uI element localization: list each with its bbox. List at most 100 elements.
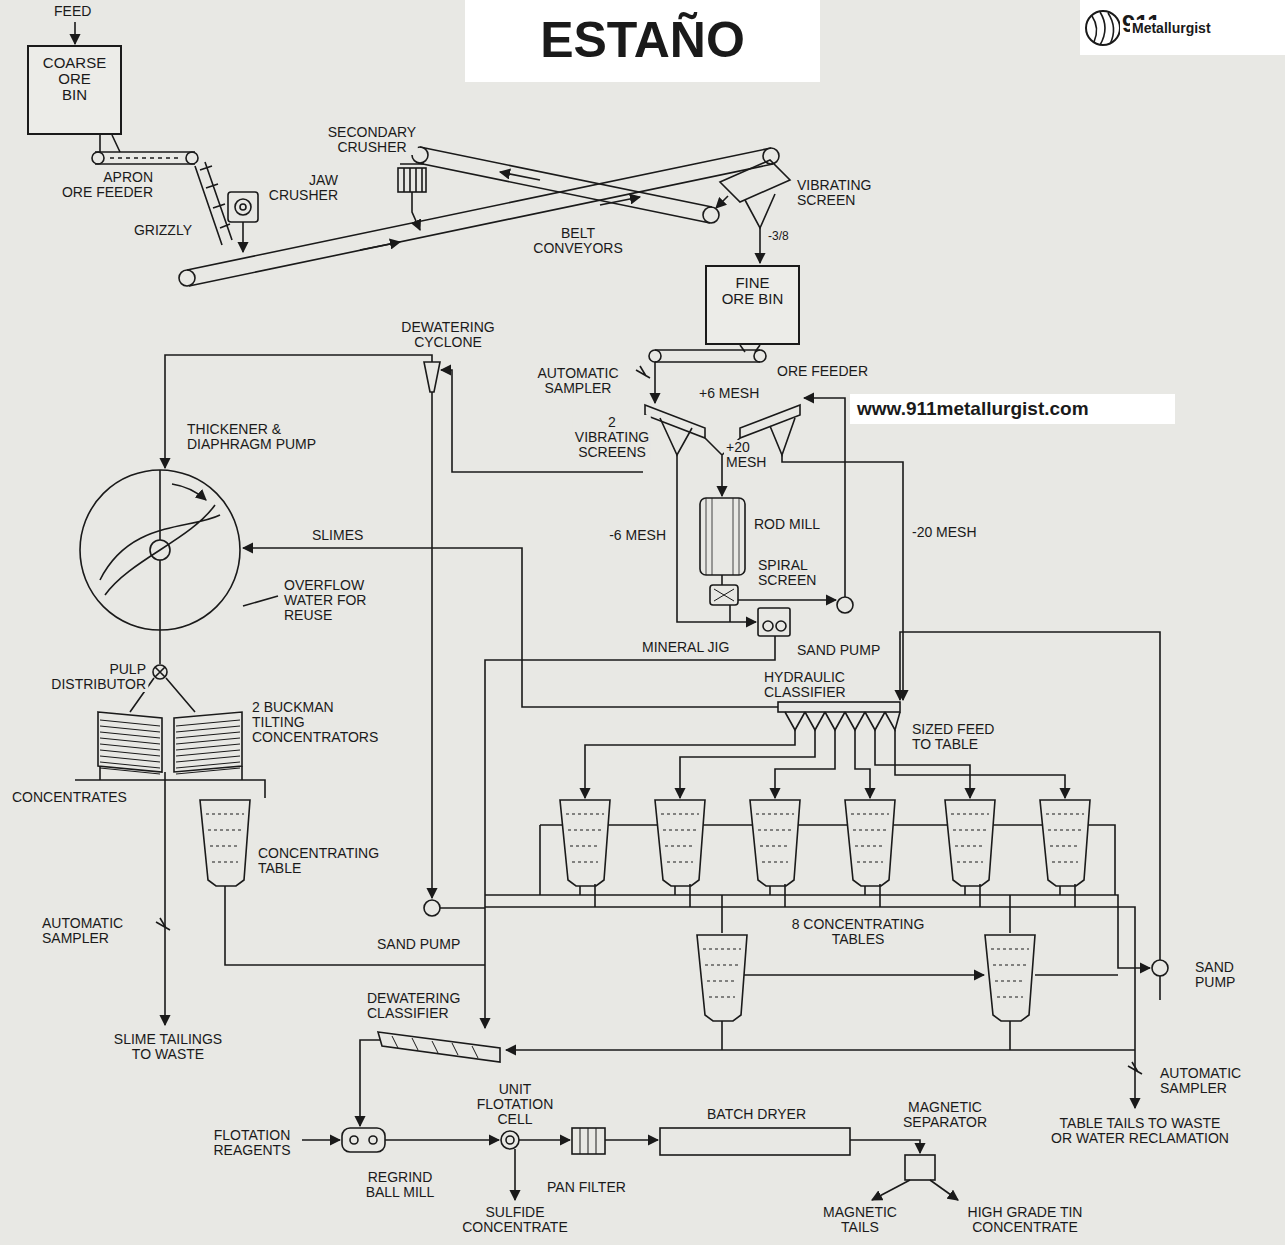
flow-line bbox=[98, 712, 242, 772]
flow-line bbox=[506, 1049, 1135, 1051]
equipment-label: OVERFLOW WATER FOR REUSE bbox=[282, 578, 368, 623]
flow-line bbox=[721, 575, 723, 585]
text-line: ORE BIN bbox=[707, 291, 798, 307]
flow-line bbox=[945, 800, 995, 886]
text-line: OR WATER RECLAMATION bbox=[1051, 1131, 1229, 1146]
flow-line bbox=[660, 418, 692, 455]
flow-line bbox=[350, 1136, 358, 1144]
flow-line bbox=[905, 1155, 935, 1180]
title: ESTAÑO bbox=[465, 10, 820, 70]
text-line: UNIT bbox=[477, 1082, 553, 1097]
flow-line bbox=[703, 207, 719, 223]
text-line: SLIME TAILINGS bbox=[114, 1032, 222, 1047]
flow-line bbox=[165, 355, 432, 468]
flow-line bbox=[778, 702, 900, 712]
flow-line bbox=[243, 548, 778, 707]
flow-line bbox=[369, 1136, 377, 1144]
equipment-label: HIGH GRADE TIN CONCENTRATE bbox=[966, 1205, 1085, 1235]
flow-line bbox=[572, 1128, 605, 1154]
flow-line bbox=[1092, 12, 1114, 45]
text-line: SCREENS bbox=[575, 445, 649, 460]
text-line: FINE bbox=[707, 275, 798, 291]
equipment-label: APRON ORE FEEDER bbox=[60, 170, 155, 200]
text-line: CONVEYORS bbox=[533, 241, 622, 256]
flow-line bbox=[1128, 1062, 1142, 1074]
text-line: DEWATERING bbox=[401, 320, 494, 335]
text-line: CONCENTRATE bbox=[462, 1220, 568, 1235]
text-line: PUMP bbox=[1195, 975, 1235, 990]
flow-line bbox=[697, 935, 747, 1021]
text-line: TABLE bbox=[258, 861, 379, 876]
flow-line bbox=[540, 825, 1115, 895]
equipment-label: PAN FILTER bbox=[545, 1180, 628, 1195]
text-line: TAILS bbox=[823, 1220, 897, 1235]
flow-line bbox=[235, 199, 251, 215]
flow-line bbox=[716, 196, 728, 208]
flow-line bbox=[100, 505, 220, 595]
text-line: PULP bbox=[51, 662, 146, 677]
flow-line bbox=[186, 152, 198, 164]
flow-line bbox=[424, 362, 440, 392]
text-line: SPIRAL bbox=[758, 558, 816, 573]
flow-line bbox=[302, 1139, 340, 1141]
equipment-label: www.911metallurgist.com bbox=[855, 398, 1091, 420]
flow-line bbox=[243, 596, 278, 606]
equipment-label: UNIT FLOTATION CELL bbox=[475, 1082, 555, 1127]
text-line: BALL MILL bbox=[366, 1185, 435, 1200]
equipment-label: HYDRAULIC CLASSIFIER bbox=[762, 670, 848, 700]
title-band bbox=[465, 0, 820, 82]
equipment-label: Metallurgist bbox=[1130, 20, 1213, 36]
flow-line bbox=[758, 608, 790, 636]
text-line: CLASSIFIER bbox=[367, 1006, 460, 1021]
text-line: VIBRATING bbox=[797, 178, 871, 193]
equipment-label: FEED bbox=[52, 4, 93, 19]
text-line: CLASSIFIER bbox=[764, 685, 846, 700]
flow-line bbox=[100, 720, 240, 774]
equipment-label: 2 BUCKMAN TILTING CONCENTRATORS bbox=[250, 700, 380, 745]
text-line: FLOTATION bbox=[477, 1097, 553, 1112]
text-line: MESH bbox=[726, 455, 766, 470]
flow-line bbox=[649, 350, 661, 362]
flow-line bbox=[850, 1140, 920, 1153]
text-line: TABLES bbox=[792, 932, 925, 947]
flow-line bbox=[240, 204, 246, 210]
equipment-label: VIBRATING SCREEN bbox=[795, 178, 873, 208]
flow-line bbox=[153, 665, 167, 679]
flow-line bbox=[378, 1032, 500, 1062]
equipment-label: MINERAL JIG bbox=[640, 640, 731, 655]
equipment bbox=[75, 11, 1168, 1200]
equipment-label: +20 MESH bbox=[724, 440, 768, 470]
flow-line bbox=[729, 605, 731, 622]
flow-line bbox=[776, 621, 786, 631]
text-line: SEPARATOR bbox=[903, 1115, 987, 1130]
text-line: SAMPLER bbox=[1160, 1081, 1241, 1096]
flow-line bbox=[785, 712, 900, 730]
equipment-label: AUTOMATIC SAMPLER bbox=[1158, 1066, 1243, 1096]
flow-line bbox=[424, 900, 440, 916]
text-line: CYCLONE bbox=[401, 335, 494, 350]
flow-line bbox=[155, 667, 165, 677]
text-line: REGRIND bbox=[366, 1170, 435, 1185]
flow-line bbox=[539, 825, 541, 895]
flow-line bbox=[242, 222, 244, 252]
flow-line bbox=[485, 636, 775, 1028]
flow-line bbox=[654, 362, 656, 403]
flow-line bbox=[930, 1180, 958, 1200]
text-line: SIZED FEED bbox=[912, 722, 994, 737]
equipment-label: PULP DISTRIBUTOR bbox=[49, 662, 148, 692]
equipment-label: SIZED FEED TO TABLE bbox=[910, 722, 996, 752]
flow-line bbox=[156, 918, 170, 930]
flow-line bbox=[845, 800, 895, 886]
equipment-label: JAW CRUSHER bbox=[267, 173, 340, 203]
flow-line bbox=[754, 350, 766, 362]
text-line: DISTRIBUTOR bbox=[51, 677, 146, 692]
equipment-label: -3/8 bbox=[766, 230, 791, 244]
text-line: CRUSHER bbox=[269, 188, 338, 203]
flow-line bbox=[585, 730, 795, 798]
flow-line bbox=[745, 194, 775, 228]
flow-line bbox=[431, 392, 433, 898]
equipment-label: CONCENTRATES bbox=[10, 790, 129, 805]
text-line: SAMPLER bbox=[537, 381, 618, 396]
flow-line bbox=[770, 418, 795, 455]
text-line: AUTOMATIC bbox=[1160, 1066, 1241, 1081]
